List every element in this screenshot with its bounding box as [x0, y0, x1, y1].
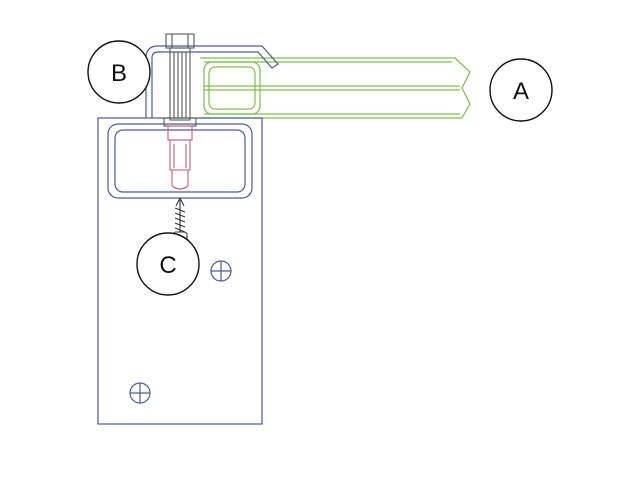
mounting-hole-lower — [129, 382, 151, 404]
mounting-hole-upper — [210, 260, 232, 282]
callout-a: A — [489, 58, 553, 122]
callout-b: B — [87, 40, 151, 104]
green-profile-bar — [200, 57, 471, 119]
screw-fastener — [172, 197, 188, 245]
callout-c-label: C — [159, 252, 176, 279]
callout-c: C — [136, 232, 200, 296]
callout-b-label: B — [111, 60, 127, 87]
anchor-nut — [167, 125, 193, 190]
callout-a-label: A — [513, 78, 529, 105]
hook-clamp — [145, 45, 279, 118]
bolt-assembly — [163, 33, 197, 127]
